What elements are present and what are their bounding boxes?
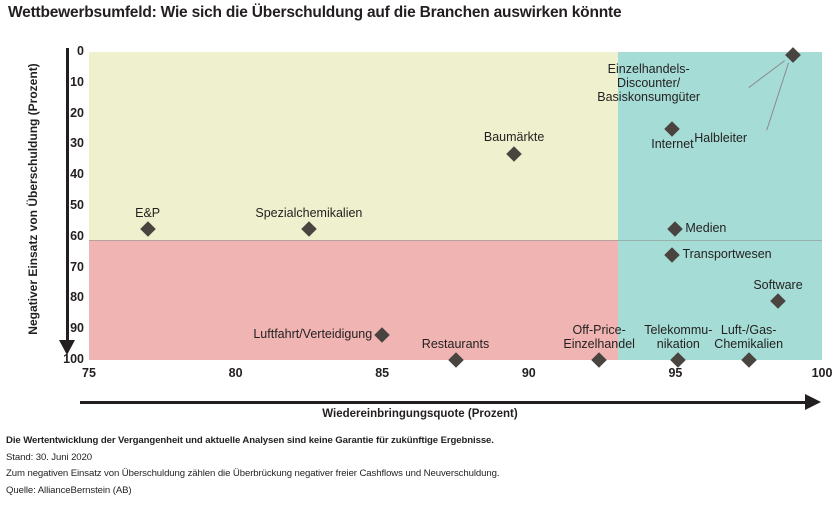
data-point-label: Software (753, 278, 803, 293)
data-point-label: E&P (135, 205, 161, 220)
data-point-label: Spezialchemikalien (255, 205, 363, 220)
quadrant-upper-right (618, 52, 822, 240)
footnote-1: Die Wertentwicklung der Vergangenheit un… (6, 435, 494, 446)
data-point-label: Off-Price- Einzelhandel (563, 322, 635, 351)
data-point-label: Medien (685, 221, 727, 236)
data-point-label: Transportwesen (682, 247, 772, 262)
plot-area (89, 52, 822, 360)
x-tick-90: 90 (521, 366, 536, 380)
y-tick-40: 40 (70, 167, 84, 182)
y-tick-0: 0 (77, 44, 84, 58)
quadrant-lower-left (89, 240, 618, 360)
chart-title: Wettbewerbsumfeld: Wie sich die Überschu… (8, 4, 622, 21)
data-point-label: Internet (651, 137, 694, 151)
y-tick-60: 60 (70, 228, 84, 243)
y-tick-30: 30 (70, 136, 84, 151)
y-tick-10: 10 (70, 74, 84, 89)
y-tick-70: 70 (70, 259, 84, 274)
data-point-label: Baumärkte (483, 130, 545, 145)
x-tick-95: 95 (668, 366, 683, 380)
x-tick-100: 100 (811, 366, 833, 380)
footnote-2: Stand: 30. Juni 2020 (6, 451, 93, 463)
quadrant-lower-right (618, 240, 822, 360)
y-tick-50: 50 (70, 198, 84, 212)
y-axis-tick-labels: 0 10 20 30 40 50 60 70 80 90 100 (0, 0, 84, 516)
x-tick-75: 75 (82, 366, 96, 380)
y-tick-100: 100 (63, 352, 84, 366)
data-point-label: Telekommu- nikation (644, 322, 713, 351)
footnote-4: Quelle: AllianceBernstein (AB) (6, 484, 132, 496)
quadrant-divider-horizontal (89, 240, 822, 241)
data-point-label: Luftfahrt/Verteidigung (253, 327, 373, 342)
x-tick-85: 85 (375, 366, 390, 380)
x-tick-80: 80 (228, 366, 243, 380)
data-point-label: Luft-/Gas- Chemikalien (714, 322, 784, 351)
y-tick-80: 80 (70, 290, 84, 305)
data-point-label: Halbleiter (694, 131, 748, 146)
data-point-label: Einzelhandels- Discounter/ Basiskonsumgü… (597, 62, 701, 105)
footnote-3: Zum negativen Einsatz von Überschuldung … (6, 468, 500, 480)
y-tick-20: 20 (70, 105, 84, 120)
y-tick-90: 90 (70, 321, 84, 336)
x-axis-label: Wiedereinbringungsquote (Prozent) (322, 408, 518, 420)
footnotes: Die Wertentwicklung der Vergangenheit un… (6, 436, 826, 502)
quadrant-upper-left (89, 52, 618, 240)
y-axis-line (66, 48, 69, 344)
x-axis-arrow-icon (805, 394, 821, 410)
x-axis-line (80, 401, 808, 404)
data-point-label: Restaurants (421, 336, 490, 351)
y-axis-arrow-icon (59, 340, 75, 355)
